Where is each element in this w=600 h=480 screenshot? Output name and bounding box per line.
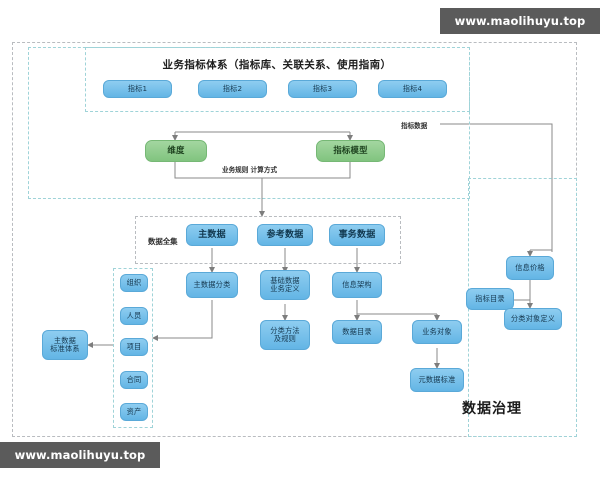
classification-method-rules-node[interactable]: 分类方法 及规则 (260, 320, 310, 350)
indicator-box-2[interactable]: 指标2 (198, 80, 267, 98)
governance-section-title: 数据治理 (462, 401, 522, 417)
indicator-data-label: 指标数据 (401, 122, 428, 130)
watermark-top: www.maolihuyu.top (440, 8, 600, 34)
indicator-catalog-node[interactable]: 指标目录 (466, 288, 514, 310)
domain-personnel-node[interactable]: 人员 (120, 307, 148, 325)
business-rule-label: 业务规则 计算方式 (222, 166, 278, 174)
master-domain-region (113, 268, 153, 428)
master-data-node[interactable]: 主数据 (186, 224, 238, 246)
metadata-standard-node[interactable]: 元数据标准 (410, 368, 464, 392)
domain-asset-node[interactable]: 资产 (120, 403, 148, 421)
dimension-node[interactable]: 维度 (145, 140, 207, 162)
transaction-data-node[interactable]: 事务数据 (329, 224, 385, 246)
data-catalog-node[interactable]: 数据目录 (332, 320, 382, 344)
indicator-model-node[interactable]: 指标模型 (316, 140, 385, 162)
watermark-bottom: www.maolihuyu.top (0, 442, 160, 468)
domain-organization-node[interactable]: 组织 (120, 274, 148, 292)
reference-data-node[interactable]: 参考数据 (257, 224, 313, 246)
domain-contract-node[interactable]: 合同 (120, 371, 148, 389)
information-price-node[interactable]: 信息价格 (506, 256, 554, 280)
business-object-node[interactable]: 业务对象 (412, 320, 462, 344)
basic-data-business-definition-node[interactable]: 基础数据 业务定义 (260, 270, 310, 300)
data-universe-region (135, 216, 401, 264)
indicator-box-3[interactable]: 指标3 (288, 80, 357, 98)
indicator-system-title: 业务指标体系（指标库、关联关系、使用指南） (162, 59, 392, 71)
domain-project-node[interactable]: 项目 (120, 338, 148, 356)
master-data-classification-node[interactable]: 主数据分类 (186, 272, 238, 298)
master-data-standard-node[interactable]: 主数据 标准体系 (42, 330, 88, 360)
classification-object-definition-node[interactable]: 分类对象定义 (504, 308, 562, 330)
data-universe-label: 数据全集 (148, 237, 178, 246)
indicator-box-1[interactable]: 指标1 (103, 80, 172, 98)
indicator-box-4[interactable]: 指标4 (378, 80, 447, 98)
information-architecture-node[interactable]: 信息架构 (332, 272, 382, 298)
indicator-system-outer-region (28, 47, 470, 199)
